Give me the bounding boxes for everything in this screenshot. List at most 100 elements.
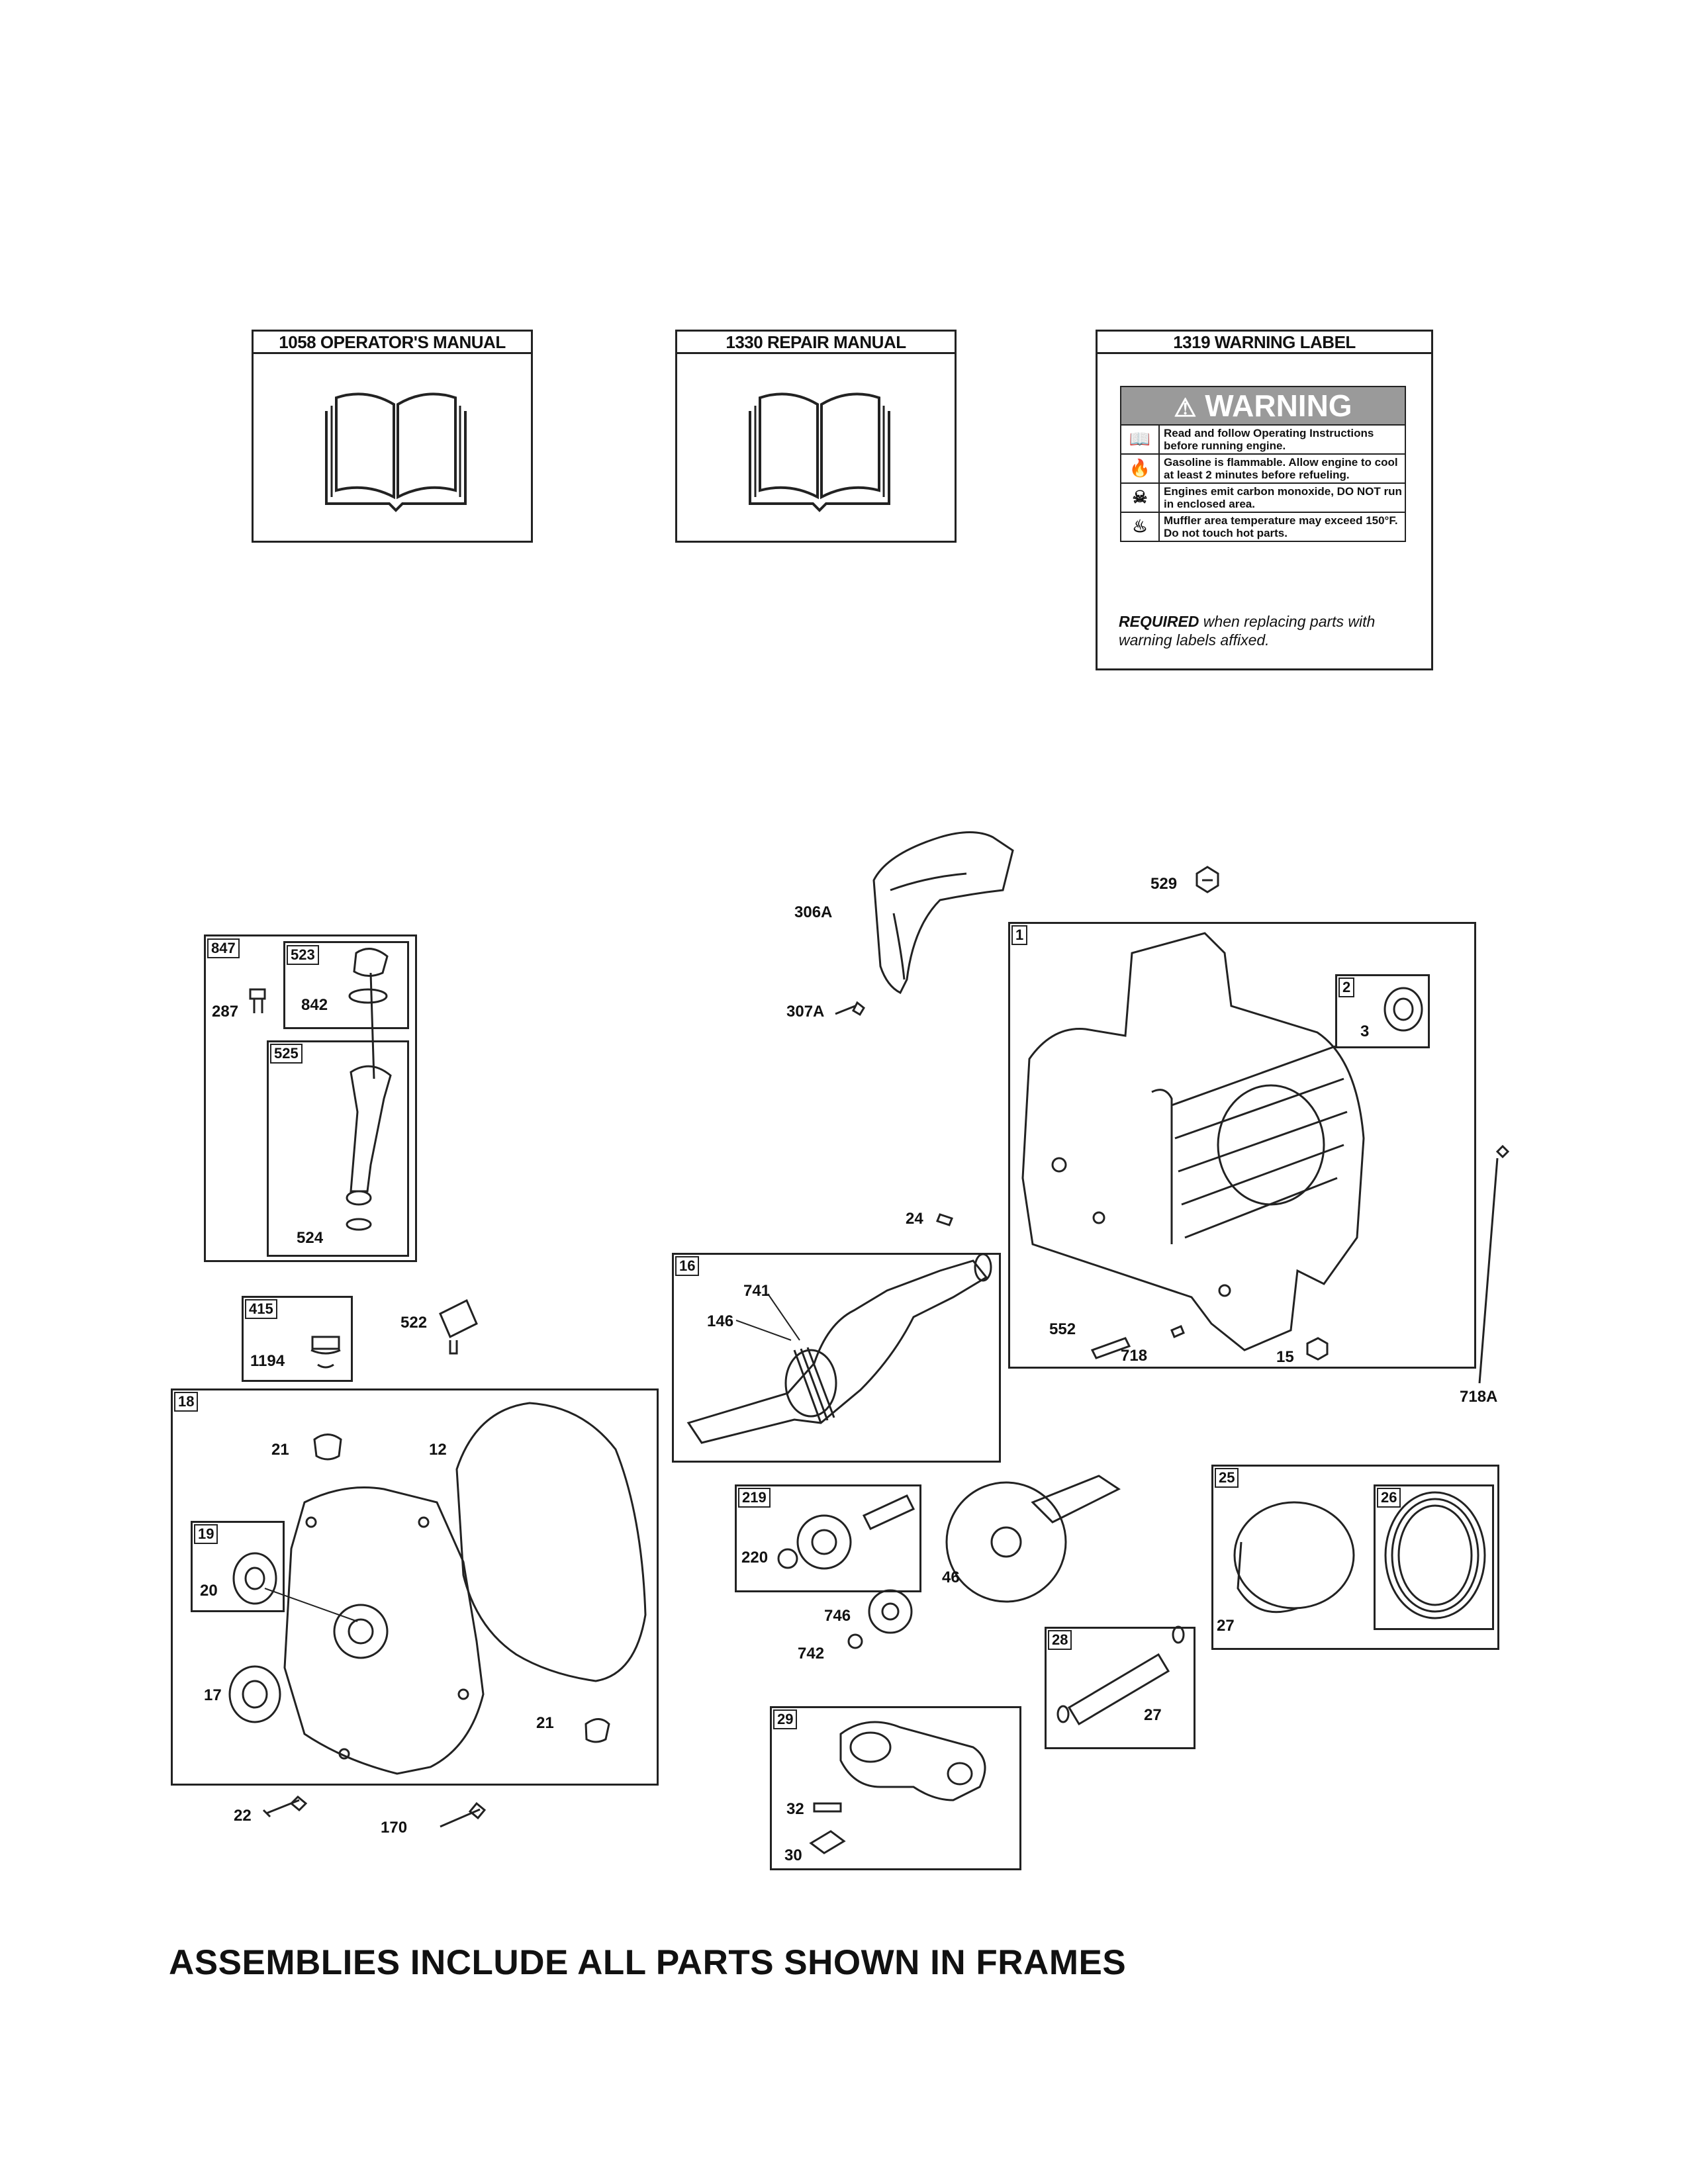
part-1: 1 xyxy=(1011,925,1028,945)
warning-row: ☠ Engines emit carbon monoxide, DO NOT r… xyxy=(1120,484,1406,513)
warning-line: Muffler area temperature may exceed 150°… xyxy=(1164,514,1398,539)
dipstick-cap xyxy=(353,948,389,977)
pin-552 xyxy=(1090,1337,1131,1359)
part-2: 2 xyxy=(1338,978,1355,997)
plug-21-top xyxy=(313,1433,342,1461)
warning-row: 📖 Read and follow Operating Instructions… xyxy=(1120,426,1406,455)
part-741: 741 xyxy=(743,1282,771,1300)
governor-gear xyxy=(796,1514,852,1570)
part-32: 32 xyxy=(786,1800,804,1818)
bearing-17 xyxy=(228,1665,281,1723)
part-746: 746 xyxy=(824,1607,851,1625)
washer-220 xyxy=(777,1548,798,1569)
part-27-piston: 27 xyxy=(1217,1617,1235,1635)
shaft-219 xyxy=(862,1494,915,1530)
key-24 xyxy=(936,1213,953,1226)
dipstick-tube xyxy=(350,1065,392,1193)
part-307A: 307A xyxy=(786,1003,825,1021)
part-22: 22 xyxy=(234,1807,252,1825)
part-29: 29 xyxy=(773,1709,798,1729)
part-17: 17 xyxy=(204,1686,222,1704)
warning-heading-text: WARNING xyxy=(1205,388,1352,423)
warning-label-title: 1319 WARNING LABEL xyxy=(1098,332,1431,354)
part-415: 415 xyxy=(245,1299,277,1319)
part-220: 220 xyxy=(741,1549,769,1567)
bolt-22 xyxy=(262,1795,308,1818)
cam-gear xyxy=(945,1481,1067,1603)
part-18: 18 xyxy=(174,1392,199,1412)
part-21-bottom: 21 xyxy=(536,1714,554,1732)
part-16: 16 xyxy=(675,1256,700,1276)
warning-triangle-icon: ⚠ xyxy=(1174,394,1197,422)
bolt-32 xyxy=(813,1802,842,1813)
required-rest: when replacing parts with warning labels… xyxy=(1119,613,1376,649)
part-306A: 306A xyxy=(794,903,833,921)
required-bold: REQUIRED xyxy=(1119,613,1199,630)
flame-icon: 🔥 xyxy=(1121,455,1160,482)
gasket-12 xyxy=(455,1402,647,1682)
assemblies-footer: ASSEMBLIES INCLUDE ALL PARTS SHOWN IN FR… xyxy=(169,1943,1127,1982)
stud-170 xyxy=(440,1801,487,1828)
part-27-pin: 27 xyxy=(1144,1706,1162,1724)
book-icon xyxy=(749,392,890,512)
part-1194: 1194 xyxy=(250,1352,285,1370)
part-12: 12 xyxy=(429,1441,447,1459)
hot-surface-icon: ♨ xyxy=(1121,513,1160,541)
key-522 xyxy=(439,1298,478,1355)
warning-line: Gasoline is flammable. Allow engine to c… xyxy=(1164,456,1398,481)
warning-line: Read and follow Operating Instructions b… xyxy=(1164,427,1374,452)
repair-manual-panel: 1330 REPAIR MANUAL xyxy=(675,330,957,543)
part-718A: 718A xyxy=(1460,1388,1498,1406)
part-847: 847 xyxy=(207,938,240,958)
plug-15 xyxy=(1306,1337,1329,1361)
camshaft xyxy=(1031,1475,1121,1524)
part-219: 219 xyxy=(738,1488,771,1508)
crankcase-cover xyxy=(283,1486,485,1775)
warning-row: ♨ Muffler area temperature may exceed 15… xyxy=(1120,513,1406,542)
fumes-icon: ☠ xyxy=(1121,484,1160,512)
frame-16 xyxy=(672,1253,1001,1463)
part-19: 19 xyxy=(194,1524,218,1544)
part-30: 30 xyxy=(784,1846,802,1864)
part-25: 25 xyxy=(1215,1468,1239,1488)
gear-746 xyxy=(868,1589,913,1634)
wrist-pin xyxy=(1067,1653,1170,1726)
book-icon xyxy=(325,392,467,512)
part-522: 522 xyxy=(400,1314,428,1332)
part-523: 523 xyxy=(287,945,319,965)
seal-20 xyxy=(232,1552,277,1605)
part-552: 552 xyxy=(1049,1320,1076,1338)
part-170: 170 xyxy=(381,1819,408,1837)
operators-manual-panel: 1058 OPERATOR'S MANUAL xyxy=(252,330,533,543)
manual-icon: 📖 xyxy=(1121,426,1160,453)
pin-718 xyxy=(1170,1325,1185,1338)
repair-manual-title: 1330 REPAIR MANUAL xyxy=(677,332,955,354)
washer-742 xyxy=(847,1633,863,1649)
part-28: 28 xyxy=(1048,1630,1072,1650)
warning-row: 🔥 Gasoline is flammable. Allow engine to… xyxy=(1120,455,1406,484)
operators-manual-title: 1058 OPERATOR'S MANUAL xyxy=(254,332,531,354)
plug-21-bottom xyxy=(585,1718,610,1743)
nut-529 xyxy=(1196,866,1219,893)
dipper-30 xyxy=(809,1830,846,1854)
screw-307A xyxy=(835,1001,865,1017)
piston xyxy=(1233,1501,1355,1610)
dipstick-718A xyxy=(1478,1144,1510,1384)
part-529: 529 xyxy=(1150,875,1178,893)
part-742: 742 xyxy=(798,1645,825,1662)
part-525: 525 xyxy=(270,1044,303,1064)
rings-26 xyxy=(1384,1491,1486,1619)
seal-3 xyxy=(1383,987,1423,1032)
part-24: 24 xyxy=(906,1210,923,1228)
shield-306A xyxy=(872,831,1014,995)
warning-line: Engines emit carbon monoxide, DO NOT run… xyxy=(1164,485,1402,510)
part-524: 524 xyxy=(297,1229,324,1247)
connecting-rod xyxy=(839,1721,986,1801)
bolt-287 xyxy=(249,988,266,1013)
part-3: 3 xyxy=(1360,1023,1370,1040)
plug-1194 xyxy=(310,1336,341,1369)
cylinder-block xyxy=(1021,932,1365,1351)
part-287: 287 xyxy=(212,1003,239,1021)
part-26: 26 xyxy=(1377,1488,1401,1508)
